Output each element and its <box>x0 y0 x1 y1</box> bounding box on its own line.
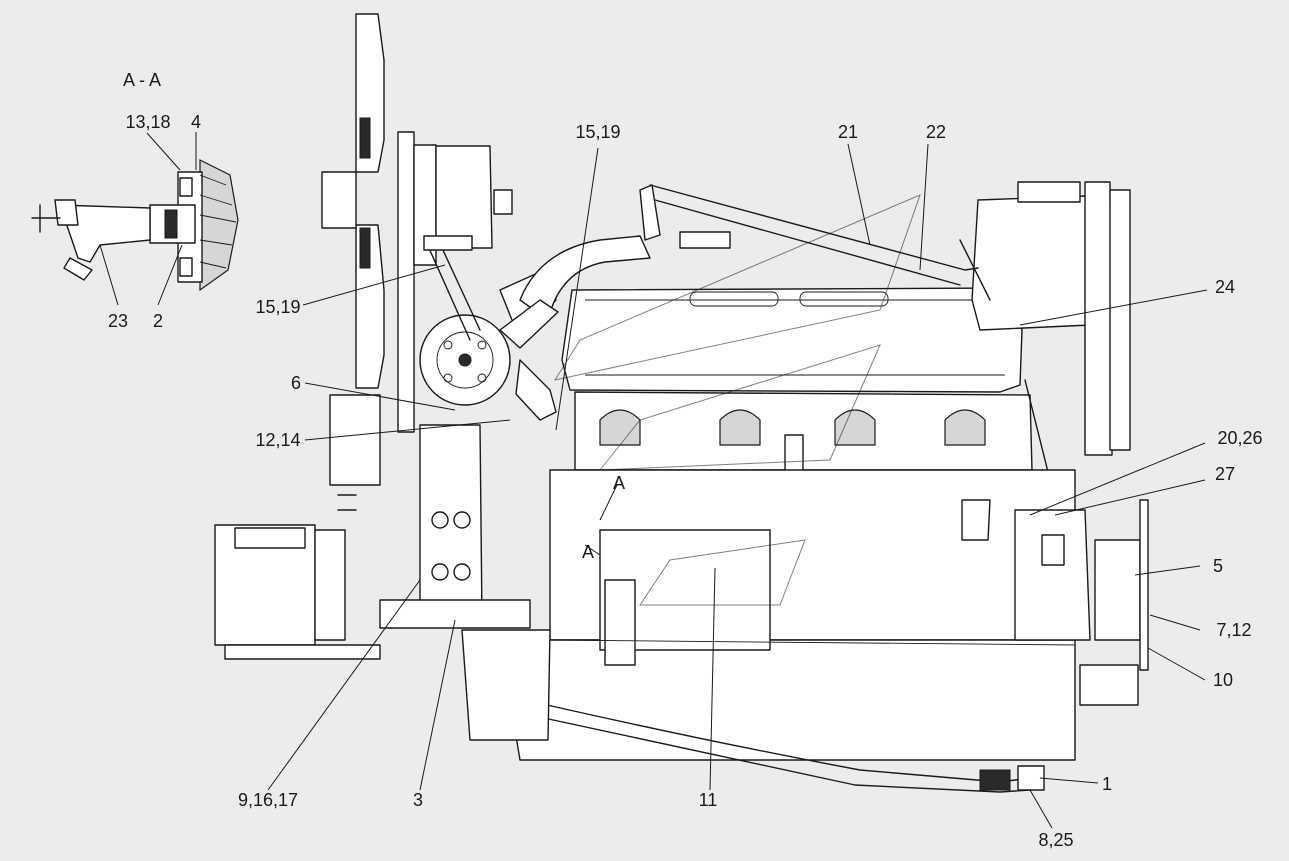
section-mark-upper: A <box>612 473 626 493</box>
callout-6: 6 <box>290 373 302 393</box>
callout-8-25: 8,25 <box>1038 830 1074 850</box>
air-compressor <box>639 181 1131 521</box>
callout-11: 11 <box>698 790 718 810</box>
callout-15-19-top: 15,19 <box>575 122 621 142</box>
callout-27: 27 <box>1214 464 1236 484</box>
callout-22: 22 <box>925 122 947 142</box>
leader-lines <box>99 132 1208 829</box>
callout-9-16-17: 9,16,17 <box>237 790 299 810</box>
engine-block <box>509 469 1076 793</box>
callout-1: 1 <box>1101 774 1113 794</box>
cylinder-head <box>499 235 1033 476</box>
callout-4: 4 <box>190 112 202 132</box>
section-mark-lower: A <box>581 542 595 562</box>
front-mounting-bracket <box>214 394 551 741</box>
section-title: A - A <box>122 70 162 90</box>
section-a-a-detail <box>31 159 239 292</box>
callout-21: 21 <box>837 122 859 142</box>
callout-10: 10 <box>1212 670 1234 690</box>
callout-15-19-left: 15,19 <box>255 297 301 317</box>
callout-5: 5 <box>1212 556 1224 576</box>
callout-7-12: 7,12 <box>1216 620 1252 640</box>
callout-3: 3 <box>412 790 424 810</box>
rear-pulley-assembly <box>1014 499 1149 706</box>
fan-assembly <box>321 13 513 433</box>
callout-24: 24 <box>1214 277 1236 297</box>
callout-2: 2 <box>152 311 164 331</box>
callout-12-14: 12,14 <box>255 430 301 450</box>
callout-23: 23 <box>107 311 129 331</box>
callout-20-26: 20,26 <box>1217 428 1263 448</box>
callout-13-18: 13,18 <box>125 112 171 132</box>
background-watermark <box>553 194 921 606</box>
